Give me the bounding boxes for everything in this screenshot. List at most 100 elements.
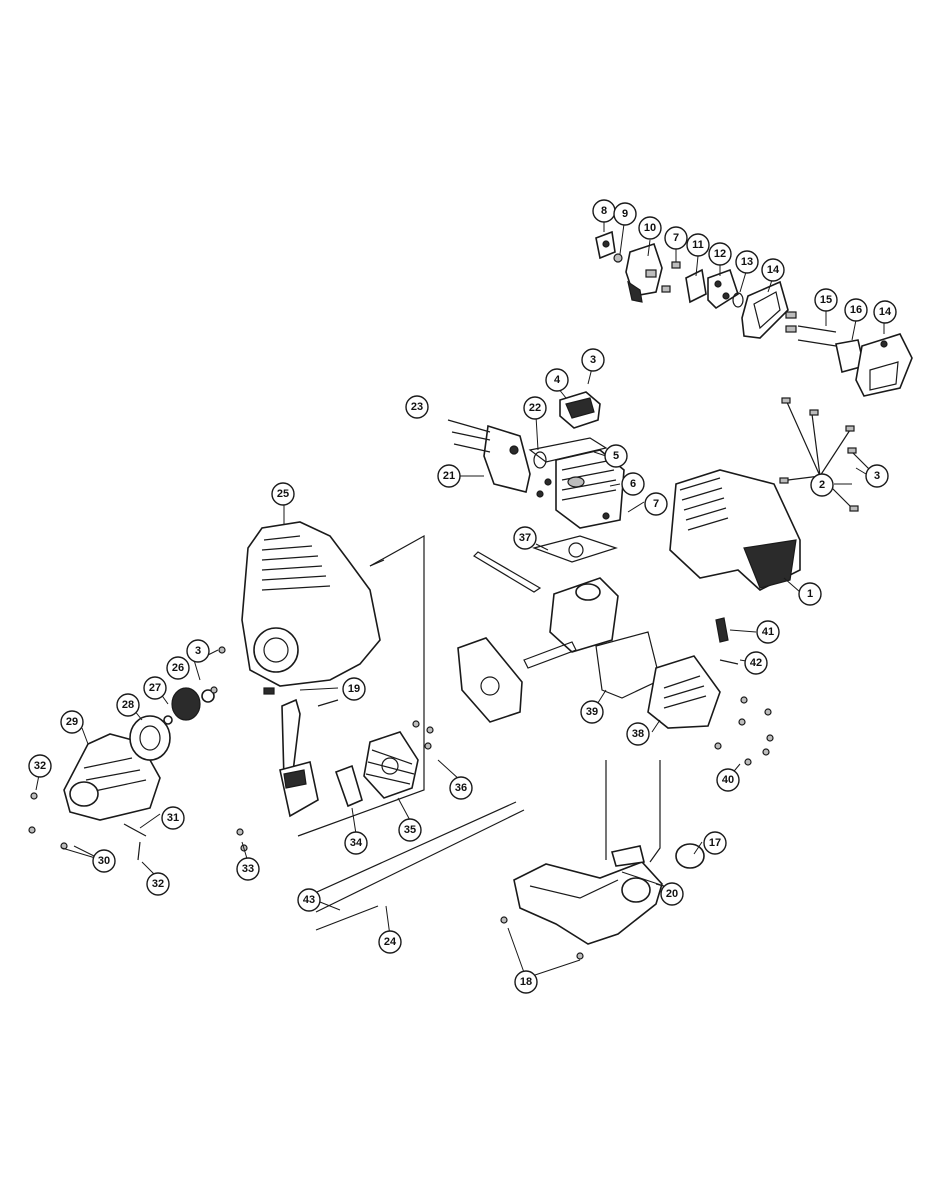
svg-text:7: 7 <box>673 232 679 244</box>
callout-c36: 36 <box>449 776 473 800</box>
callout-c5: 5 <box>604 444 628 468</box>
callout-c37: 37 <box>513 526 537 550</box>
svg-text:32: 32 <box>152 878 164 890</box>
callout-c27: 27 <box>143 676 167 700</box>
recoil-starter <box>28 646 226 861</box>
callout-c38: 38 <box>626 722 650 746</box>
callout-c3a: 3 <box>581 348 605 372</box>
svg-text:13: 13 <box>741 256 753 268</box>
svg-text:27: 27 <box>149 682 161 694</box>
callout-c7b: 7 <box>644 492 668 516</box>
svg-text:2: 2 <box>819 479 825 491</box>
engine-cover <box>241 521 425 837</box>
svg-text:25: 25 <box>277 488 289 500</box>
svg-text:31: 31 <box>167 812 179 824</box>
svg-text:26: 26 <box>172 662 184 674</box>
svg-text:15: 15 <box>820 294 832 306</box>
callout-c22: 22 <box>523 396 547 420</box>
carburetor-assembly <box>595 230 913 397</box>
callout-c6: 6 <box>621 472 645 496</box>
callout-c14b: 14 <box>873 300 897 324</box>
svg-text:23: 23 <box>411 401 423 413</box>
svg-text:37: 37 <box>519 532 531 544</box>
callout-c41: 41 <box>756 620 780 644</box>
svg-text:41: 41 <box>762 626 774 638</box>
svg-text:9: 9 <box>622 208 628 220</box>
svg-text:42: 42 <box>750 657 762 669</box>
svg-text:7: 7 <box>653 498 659 510</box>
svg-text:32: 32 <box>34 760 46 772</box>
callout-c13: 13 <box>735 250 759 274</box>
svg-text:6: 6 <box>630 478 636 490</box>
callout-c1: 1 <box>798 582 822 606</box>
callout-c25: 25 <box>271 482 295 506</box>
svg-text:3: 3 <box>590 354 596 366</box>
svg-text:21: 21 <box>443 470 455 482</box>
callout-c8: 8 <box>592 199 616 223</box>
svg-text:19: 19 <box>348 683 360 695</box>
callout-c32a: 32 <box>28 754 52 778</box>
svg-text:30: 30 <box>98 855 110 867</box>
svg-text:33: 33 <box>242 863 254 875</box>
callout-c11: 11 <box>686 233 710 257</box>
svg-text:3: 3 <box>874 470 880 482</box>
callout-c29: 29 <box>60 710 84 734</box>
callout-c15: 15 <box>814 288 838 312</box>
callout-c16: 16 <box>844 298 868 322</box>
svg-text:11: 11 <box>692 239 704 251</box>
svg-text:39: 39 <box>586 706 598 718</box>
callout-c42: 42 <box>744 651 768 675</box>
svg-text:40: 40 <box>722 774 734 786</box>
callout-c10: 10 <box>638 216 662 240</box>
callout-c20: 20 <box>660 882 684 906</box>
leader-lines <box>35 220 885 979</box>
callout-c3b: 3 <box>865 464 889 488</box>
svg-text:38: 38 <box>632 728 644 740</box>
callout-c2: 2 <box>810 473 834 497</box>
svg-text:36: 36 <box>455 782 467 794</box>
svg-text:29: 29 <box>66 716 78 728</box>
callout-c35: 35 <box>398 818 422 842</box>
callout-c23: 23 <box>405 395 429 419</box>
callout-c18: 18 <box>514 970 538 994</box>
callout-c4: 4 <box>545 368 569 392</box>
svg-text:18: 18 <box>520 976 532 988</box>
callout-c3c: 3 <box>186 639 210 663</box>
svg-text:22: 22 <box>529 402 541 414</box>
svg-text:5: 5 <box>613 450 619 462</box>
svg-text:43: 43 <box>303 894 315 906</box>
flywheel-assembly <box>236 720 434 852</box>
callout-c14a: 14 <box>761 258 785 282</box>
callout-c34: 34 <box>344 831 368 855</box>
handle-assembly <box>307 760 705 960</box>
callout-c43: 43 <box>297 888 321 912</box>
callout-c7a: 7 <box>664 226 688 250</box>
svg-text:14: 14 <box>767 264 780 276</box>
callout-c26: 26 <box>166 656 190 680</box>
svg-text:16: 16 <box>850 304 862 316</box>
svg-text:28: 28 <box>122 699 134 711</box>
svg-text:8: 8 <box>601 205 607 217</box>
callout-c24: 24 <box>378 930 402 954</box>
svg-text:17: 17 <box>709 837 721 849</box>
svg-text:14: 14 <box>879 306 892 318</box>
svg-text:10: 10 <box>644 222 656 234</box>
svg-text:35: 35 <box>404 824 416 836</box>
callout-c12: 12 <box>708 242 732 266</box>
callout-c19: 19 <box>342 677 366 701</box>
callout-c21: 21 <box>437 464 461 488</box>
svg-text:12: 12 <box>714 248 726 260</box>
callout-c40: 40 <box>716 768 740 792</box>
callout-c31: 31 <box>161 806 185 830</box>
svg-text:34: 34 <box>350 837 363 849</box>
svg-text:3: 3 <box>195 645 201 657</box>
callout-c32b: 32 <box>146 872 170 896</box>
cylinder-assembly <box>447 391 625 593</box>
svg-text:24: 24 <box>384 936 397 948</box>
svg-text:20: 20 <box>666 888 678 900</box>
crankcase-assembly <box>457 577 774 766</box>
svg-text:1: 1 <box>807 588 813 600</box>
callout-c39: 39 <box>580 700 604 724</box>
callout-c17: 17 <box>703 831 727 855</box>
engine-housing <box>669 397 873 591</box>
